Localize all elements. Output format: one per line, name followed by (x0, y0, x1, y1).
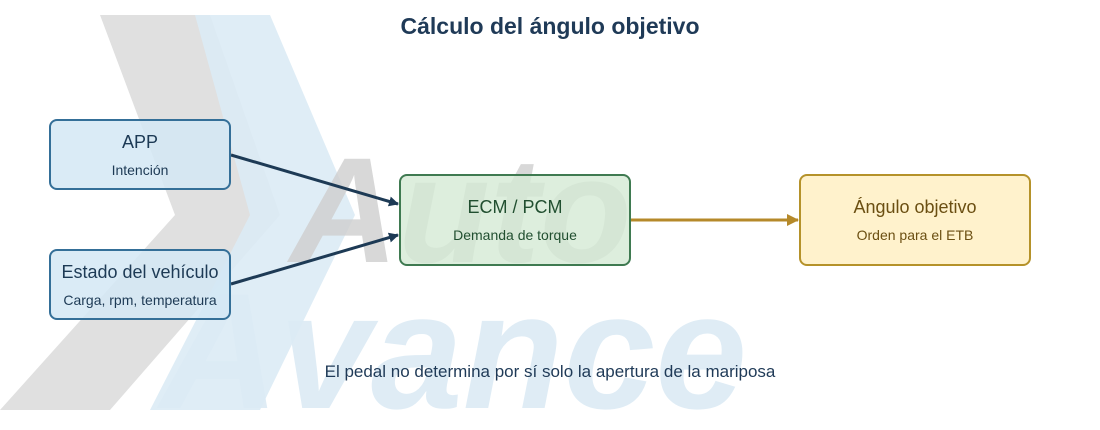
node-ecm-sub: Demanda de torque (453, 227, 577, 243)
node-vehicle-state: Estado del vehículo Carga, rpm, temperat… (49, 249, 231, 320)
edge-app-to-ecm (230, 153, 399, 207)
node-vehicle-sub: Carga, rpm, temperatura (63, 291, 217, 308)
node-app: APP Intención (49, 119, 231, 190)
node-app-label: APP (121, 131, 159, 152)
watermark-text-avance: Avance (156, 259, 747, 430)
diagram-caption: El pedal no determina por sí solo la ape… (324, 362, 776, 381)
node-vehicle-label: Estado del vehículo (61, 261, 219, 282)
node-ecm-pcm: ECM / PCM Demanda de torque (399, 174, 631, 266)
diagram-title: Cálculo del ángulo objetivo (400, 13, 700, 39)
node-target-angle: Ángulo objetivo Orden para el ETB (799, 174, 1031, 266)
node-target-label: Ángulo objetivo (853, 197, 977, 217)
node-ecm-label: ECM / PCM (467, 197, 563, 217)
watermark-chevron-gray (0, 15, 280, 410)
node-app-sub: Intención (111, 161, 169, 178)
edge-vehicle-to-ecm (230, 232, 399, 286)
node-target-sub: Orden para el ETB (856, 227, 974, 243)
